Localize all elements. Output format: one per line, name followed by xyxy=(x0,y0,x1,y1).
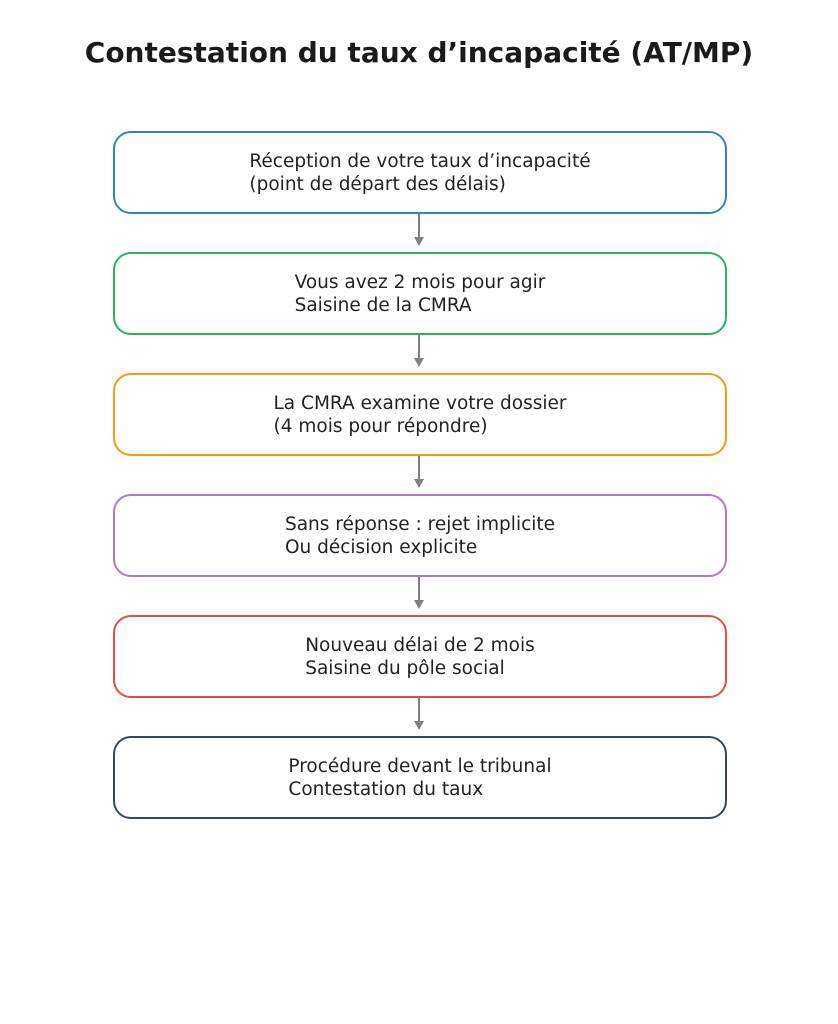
step-line: Réception de votre taux d’incapacité xyxy=(249,150,591,172)
step-line: (4 mois pour répondre) xyxy=(273,415,488,437)
arrow-down-icon xyxy=(414,335,424,367)
step-line: Sans réponse : rejet implicite xyxy=(284,513,556,535)
step-line: Procédure devant le tribunal xyxy=(288,755,552,777)
step-3-examen-cmra: La CMRA examine votre dossier(4 mois pou… xyxy=(113,373,727,456)
step-line: Saisine de la CMRA xyxy=(294,294,472,316)
diagram-title: Contestation du taux d’incapacité (AT/MP… xyxy=(84,36,754,69)
step-line: La CMRA examine votre dossier xyxy=(273,392,567,414)
step-line: Ou décision explicite xyxy=(284,536,478,558)
arrow-down-icon xyxy=(414,698,424,730)
arrow-down-icon xyxy=(414,456,424,488)
step-line: (point de départ des délais) xyxy=(249,173,506,195)
step-line: Nouveau délai de 2 mois xyxy=(305,634,535,656)
arrow-down-icon xyxy=(414,214,424,246)
step-1-reception: Réception de votre taux d’incapacité(poi… xyxy=(113,131,727,214)
step-line: Saisine du pôle social xyxy=(305,657,505,679)
arrow-down-icon xyxy=(414,577,424,609)
step-line: Vous avez 2 mois pour agir xyxy=(294,271,546,293)
step-line: Contestation du taux xyxy=(288,778,484,800)
